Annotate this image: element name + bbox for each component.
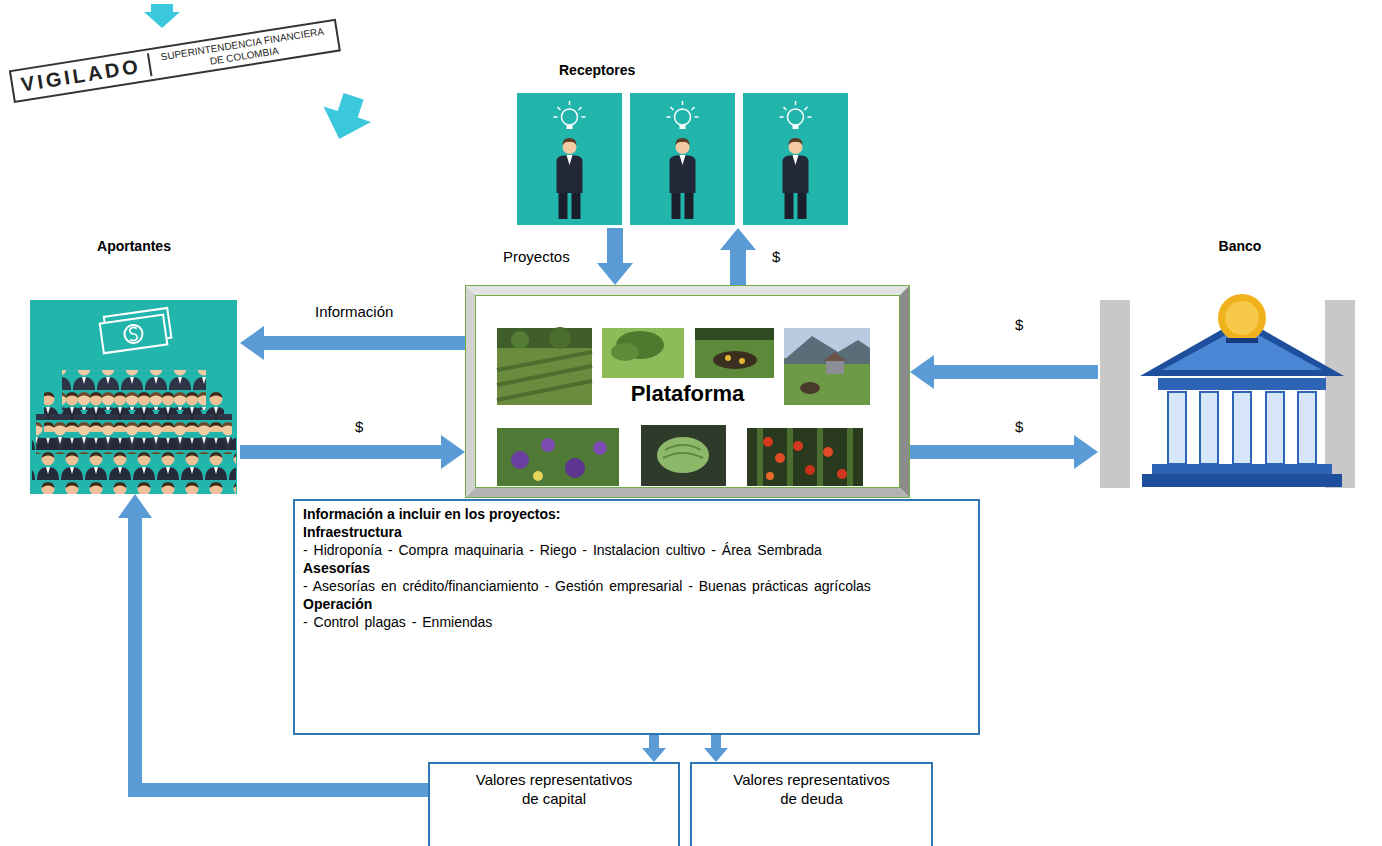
arrow-head <box>441 435 465 469</box>
contributors-crowd <box>30 300 237 494</box>
arrow-shaft <box>711 735 721 749</box>
arrow-shaft <box>607 228 623 264</box>
edge-label: $ <box>1015 316 1023 333</box>
flow-arrow <box>240 435 465 469</box>
arrow-head <box>597 263 633 285</box>
platform-frame <box>465 285 910 498</box>
edge-label: Proyectos <box>503 248 570 265</box>
flow-arrow <box>597 228 633 285</box>
node-text: Receptores <box>515 62 851 78</box>
node-text: Infraestructura <box>303 523 970 541</box>
flow-arrow <box>720 228 756 285</box>
arrow-shaft <box>933 365 1098 379</box>
node-text: Plataforma <box>465 381 910 407</box>
cyan-arrow <box>315 88 376 146</box>
node-text: Aportantes <box>28 238 240 254</box>
node-text: Asesorías <box>303 559 970 577</box>
arrow-shaft <box>263 336 465 350</box>
arrow-head <box>642 748 666 762</box>
arrow-head <box>720 228 756 250</box>
bank-illustration <box>1100 294 1355 488</box>
cyan-arrow <box>144 4 180 28</box>
node-text: - Hidroponía - Compra maquinaria - Riego… <box>303 541 970 559</box>
platform-box: Plataforma <box>465 285 910 498</box>
edge-label: Información <box>315 303 393 320</box>
flow-arrow <box>910 355 1098 389</box>
edge-label: $ <box>1015 418 1023 435</box>
edge-label: $ <box>772 248 780 265</box>
arrow-shaft <box>649 735 659 749</box>
arrow-head <box>118 494 152 518</box>
arrow-shaft <box>910 445 1075 459</box>
flow-arrow <box>240 326 465 360</box>
bank-group: Banco <box>1098 238 1358 490</box>
flow-arrow <box>704 735 728 762</box>
info-box: Información a incluir en los proyectos:I… <box>293 499 980 735</box>
supervision-stamp: VIGILADOSUPERINTENDENCIA FINANCIERA DE C… <box>9 19 341 103</box>
node-text: SUPERINTENDENCIA FINANCIERA DE COLOMBIA <box>156 25 329 75</box>
crop-photos <box>497 327 870 486</box>
arrow-head <box>704 748 728 762</box>
arrow-shaft <box>730 249 746 285</box>
node-text: Valores representativos de deuda <box>724 770 899 808</box>
node-text: Valores representativos de capital <box>467 770 642 808</box>
node-text: Información a incluir en los proyectos: <box>303 505 970 523</box>
node-text: Operación <box>303 595 970 613</box>
edge-label: $ <box>355 418 363 435</box>
flow-arrow <box>910 435 1098 469</box>
node-text: VIGILADO <box>19 53 152 96</box>
node-text: Banco <box>1098 238 1358 254</box>
node-text: - Control plagas - Enmiendas <box>303 613 970 631</box>
flow-arrow <box>642 735 666 762</box>
arrow-shaft <box>240 445 442 459</box>
arrow-head <box>1074 435 1098 469</box>
receptors-group: Receptores <box>515 62 851 228</box>
arrow-head <box>240 326 264 360</box>
arrow-head <box>910 355 934 389</box>
security-box: Valores representativos de deuda <box>690 762 933 846</box>
contributors-group: Aportantes <box>28 238 240 494</box>
receptor-panels <box>517 93 848 225</box>
node-text: - Asesorías en crédito/financiamiento - … <box>303 577 970 595</box>
security-box: Valores representativos de capital <box>428 762 680 846</box>
